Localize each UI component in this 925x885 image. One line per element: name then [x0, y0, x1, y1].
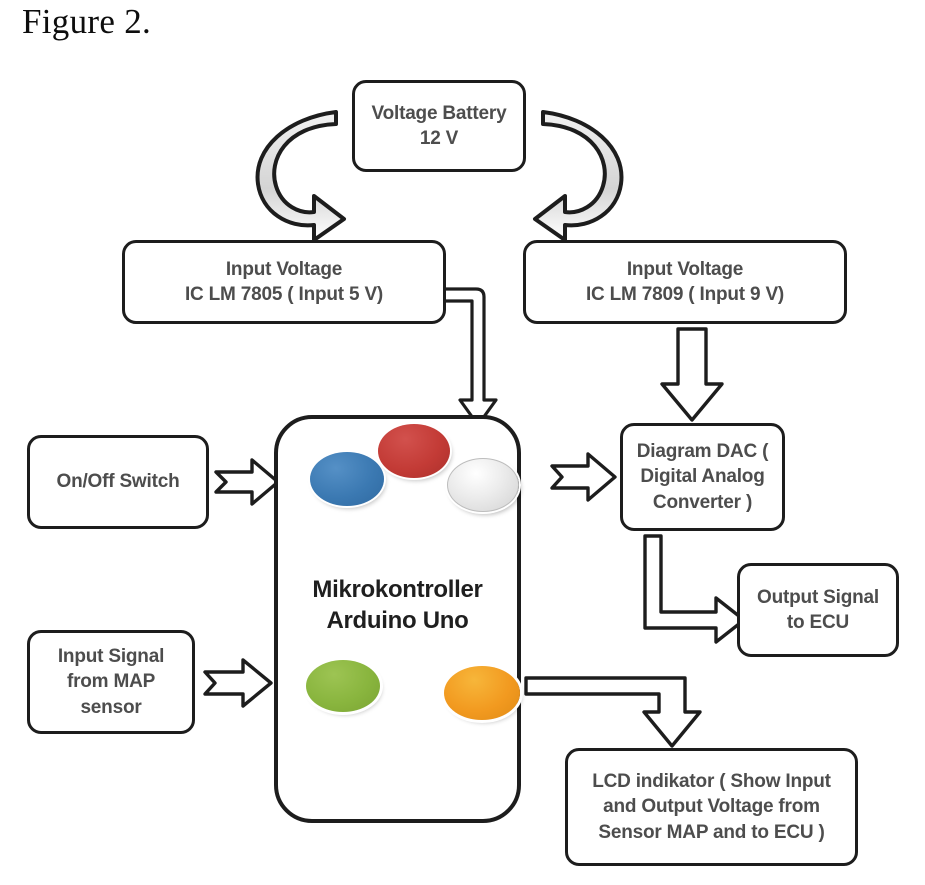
- red-led-indicator[interactable]: [378, 424, 450, 478]
- node-text-line: Input Voltage: [626, 258, 744, 280]
- node-on-off-switch[interactable]: On/Off Switch: [27, 435, 209, 529]
- connector-map-sensor-to-microcontroller-icon: [203, 658, 273, 708]
- node-input-signal-map-sensor[interactable]: Input Signal from MAP sensor: [27, 630, 195, 734]
- connector-switch-to-microcontroller-icon: [214, 458, 280, 506]
- node-text-line: IC LM 7809 ( Input 9 V): [585, 284, 785, 305]
- mcu-label: Mikrokontroller Arduino Uno: [278, 574, 517, 636]
- node-text-line: Input Signal: [57, 646, 165, 668]
- connector-regulator-5v-to-microcontroller-icon: [442, 287, 498, 427]
- node-text-line: LCD indikator ( Show Input: [592, 771, 831, 793]
- orange-led-indicator[interactable]: [444, 666, 520, 720]
- connector-microcontroller-to-lcd-icon: [524, 676, 702, 748]
- node-text-line: Mikrokontroller: [312, 576, 483, 603]
- connector-regulator-9v-to-dac-icon: [660, 327, 724, 422]
- node-text-line: from MAP: [66, 671, 156, 693]
- node-text-line: Digital Analog: [640, 466, 765, 488]
- node-text-line: Input Voltage: [225, 258, 343, 280]
- node-text-line: On/Off Switch: [56, 471, 180, 493]
- connector-microcontroller-to-dac-icon: [550, 452, 617, 502]
- node-text-line: IC LM 7805 ( Input 5 V): [184, 284, 384, 305]
- node-input-voltage-lm7805[interactable]: Input Voltage IC LM 7805 ( Input 5 V): [122, 240, 446, 324]
- node-output-signal-to-ecu[interactable]: Output Signal to ECU: [737, 563, 899, 657]
- node-text-line: to ECU: [786, 612, 850, 633]
- connector-dac-to-output-ecu-icon: [643, 534, 746, 644]
- node-lcd-indikator[interactable]: LCD indikator ( Show Input and Output Vo…: [565, 748, 858, 866]
- node-text-line: Converter ): [652, 491, 753, 513]
- node-text-line: and Output Voltage from: [603, 796, 820, 818]
- connector-battery-to-regulator-5v-icon: [255, 110, 346, 242]
- node-text-line: Sensor MAP and to ECU ): [598, 821, 825, 843]
- green-led-indicator[interactable]: [306, 660, 380, 712]
- node-text-line: Arduino Uno: [326, 607, 469, 635]
- node-input-voltage-lm7809[interactable]: Input Voltage IC LM 7809 ( Input 9 V): [523, 240, 847, 324]
- connector-battery-to-regulator-9v-icon: [533, 110, 624, 242]
- blue-led-indicator[interactable]: [310, 452, 384, 506]
- page-title: Figure 2.: [22, 2, 152, 41]
- node-text-line: Diagram DAC (: [636, 441, 769, 463]
- node-text-line: 12 V: [419, 128, 459, 149]
- white-led-indicator[interactable]: [447, 458, 519, 512]
- node-diagram-dac[interactable]: Diagram DAC ( Digital Analog Converter ): [620, 423, 785, 531]
- node-text-line: Output Signal: [757, 586, 879, 608]
- node-text-line: Voltage Battery: [371, 102, 507, 124]
- node-voltage-battery[interactable]: Voltage Battery 12 V: [352, 80, 526, 172]
- node-text-line: sensor: [80, 696, 142, 718]
